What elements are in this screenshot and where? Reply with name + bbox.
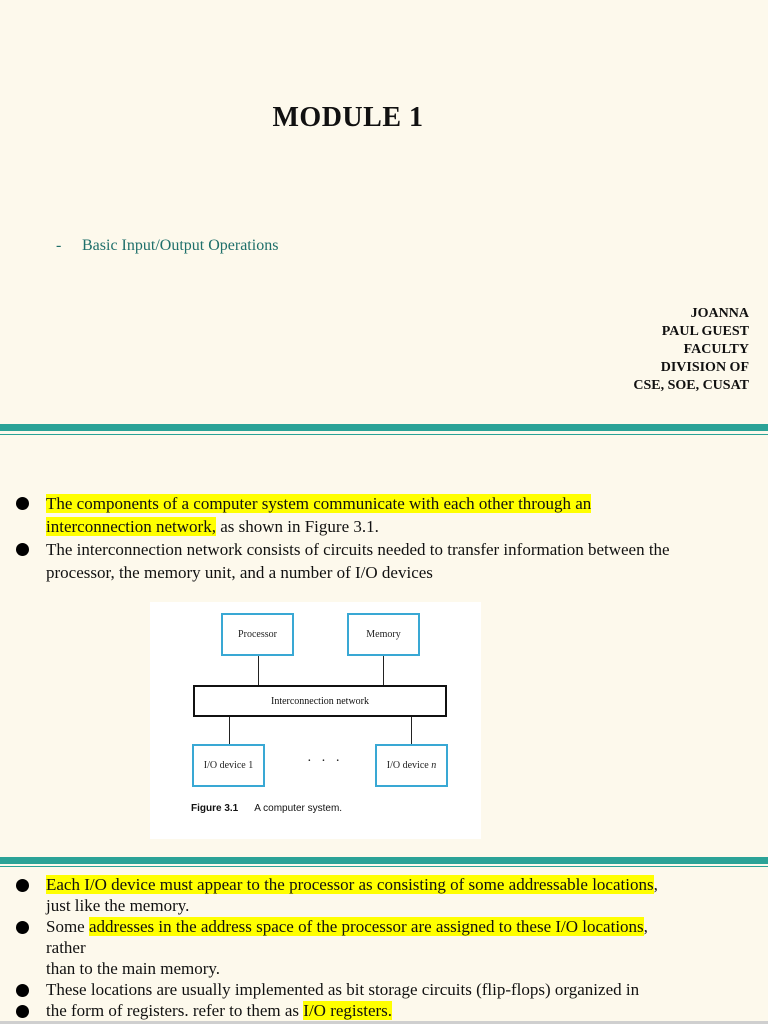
subtitle: - Basic Input/Output Operations: [56, 237, 278, 255]
bullet-text: ,: [643, 917, 648, 936]
bullet-list-slide2: The components of a computer system comm…: [14, 492, 759, 584]
bottom-edge: [0, 1021, 768, 1024]
author-line: CSE, SOE, CUSAT: [633, 378, 749, 393]
bullet-text: the form of registers. refer to them as: [46, 1001, 304, 1020]
highlighted-text: The components of a computer system comm…: [46, 494, 592, 513]
bullet-text: just like the memory.: [46, 896, 190, 915]
bullet-item: Each I/O device must appear to the proce…: [14, 874, 759, 916]
bullet-text: as shown in Figure 3.1.: [215, 517, 379, 536]
slide-divider-thin: [0, 434, 768, 435]
bullet-item: Some addresses in the address space of t…: [14, 916, 759, 979]
slide-divider-thin: [0, 866, 768, 867]
bullet-text: Some: [46, 917, 89, 936]
figure-computer-system: Processor Memory Interconnection network…: [150, 602, 481, 839]
bullet-item: the form of registers. refer to them as …: [14, 1000, 759, 1021]
connector-line: [258, 656, 259, 685]
interconnection-network-box: Interconnection network: [193, 685, 447, 717]
io-device-n-box: I/O device n: [375, 744, 448, 787]
highlighted-text: interconnection network,: [46, 517, 216, 536]
bullet-text: than to the main memory.: [46, 959, 221, 978]
figure-caption-text: A computer system.: [254, 803, 343, 814]
highlighted-text: Each I/O device must appear to the proce…: [46, 875, 654, 894]
bullet-item: The interconnection network consists of …: [14, 538, 759, 584]
title-slide: MODULE 1 -Basic Input/Output Operations …: [0, 0, 768, 424]
bullet-text: The interconnection network consists of …: [46, 540, 670, 559]
bullet-text: processor, the memory unit, and a number…: [46, 563, 433, 582]
highlighted-text: I/O registers.: [303, 1001, 393, 1020]
author-block: JOANNA PAUL GUEST FACULTY DIVISION OF CS…: [633, 305, 749, 395]
memory-box: Memory: [347, 613, 420, 656]
bullet-dot-icon: [16, 497, 29, 510]
connector-line: [411, 717, 412, 744]
bullet-dot-icon: [16, 984, 29, 997]
subtitle-dash: -: [56, 237, 62, 254]
figure-caption: Figure 3.1 A computer system.: [191, 803, 342, 814]
bullet-text: rather: [46, 938, 86, 957]
bullet-item: The components of a computer system comm…: [14, 492, 759, 538]
bullet-dot-icon: [16, 543, 29, 556]
io-device-n-label: I/O device: [386, 760, 429, 771]
author-line: DIVISION OF: [660, 360, 749, 375]
bullet-text: These locations are usually implemented …: [46, 980, 640, 999]
bullet-dot-icon: [16, 921, 29, 934]
ellipsis: · · ·: [307, 754, 343, 769]
slide-divider: [0, 424, 768, 431]
page-title: MODULE 1: [272, 102, 424, 133]
author-line: PAUL GUEST: [661, 324, 749, 339]
connector-line: [229, 717, 230, 744]
subtitle-text: Basic Input/Output Operations: [82, 237, 279, 254]
highlighted-text: addresses in the address space of the pr…: [88, 917, 644, 936]
figure-number: Figure 3.1: [191, 803, 239, 814]
connector-line: [383, 656, 384, 685]
bullet-list-slide3: Each I/O device must appear to the proce…: [14, 874, 759, 1021]
slide-divider: [0, 857, 768, 864]
author-line: FACULTY: [683, 342, 749, 357]
bullet-text: ,: [653, 875, 658, 894]
bullet-dot-icon: [16, 879, 29, 892]
bullet-dot-icon: [16, 1005, 29, 1018]
bullet-item: These locations are usually implemented …: [14, 979, 759, 1000]
processor-box: Processor: [221, 613, 294, 656]
io-device-1-box: I/O device 1: [192, 744, 265, 787]
author-line: JOANNA: [690, 306, 749, 321]
io-device-n-var: n: [431, 760, 437, 771]
